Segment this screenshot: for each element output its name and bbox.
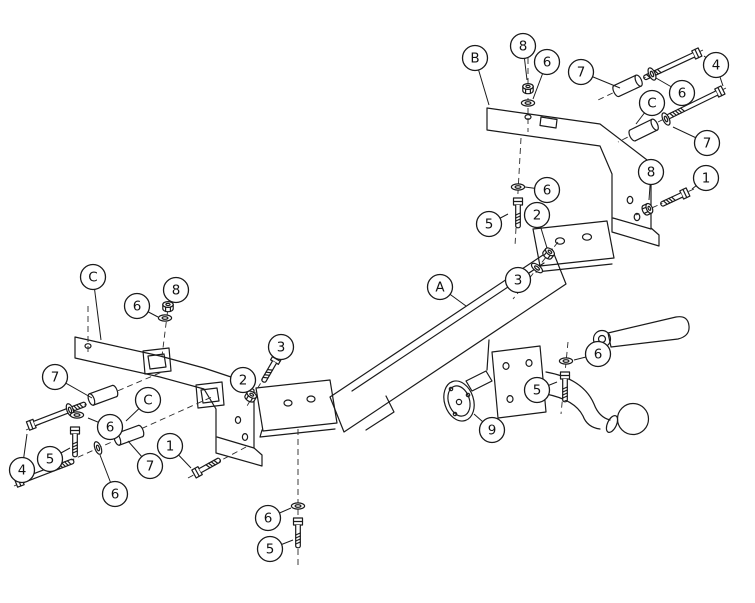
svg-text:4: 4 [712, 58, 721, 74]
bolt [658, 187, 691, 210]
svg-text:A: A [435, 280, 445, 296]
bolt [559, 371, 571, 403]
callout-6: 6 [532, 48, 561, 100]
bolt [69, 426, 81, 458]
callout-6: 6 [87, 413, 124, 441]
svg-text:7: 7 [703, 136, 712, 152]
nut [522, 82, 534, 95]
svg-text:5: 5 [46, 452, 55, 468]
callout-1: 1 [156, 432, 192, 469]
washer [290, 502, 306, 510]
callout-B: B [461, 44, 490, 106]
callout-7: 7 [567, 58, 621, 89]
svg-text:8: 8 [647, 165, 656, 181]
clamp-lever [592, 316, 690, 349]
callout-6: 6 [573, 340, 612, 368]
callout-6: 6 [254, 504, 292, 532]
bolt [292, 517, 304, 549]
towball [545, 371, 650, 436]
callout-6: 6 [123, 292, 159, 320]
svg-text:1: 1 [166, 439, 175, 455]
callout-4: 4 [8, 433, 36, 484]
callout-7: 7 [41, 363, 93, 399]
svg-text:6: 6 [543, 183, 552, 199]
bolt [512, 197, 524, 229]
svg-text:9: 9 [488, 423, 497, 439]
washer [510, 183, 526, 191]
callout-6: 6 [99, 454, 129, 508]
spacer-tube [610, 73, 645, 99]
svg-text:6: 6 [111, 487, 120, 503]
svg-text:7: 7 [51, 370, 60, 386]
washer [520, 99, 536, 107]
svg-text:C: C [88, 270, 97, 286]
washer [558, 357, 574, 365]
bracket-tube-socket [142, 347, 172, 375]
svg-text:7: 7 [146, 459, 155, 475]
callout-4: 4 [702, 51, 730, 87]
callout-1: 1 [691, 164, 720, 192]
callout-9: 9 [473, 413, 506, 444]
washer [157, 314, 173, 322]
svg-text:4: 4 [18, 463, 27, 479]
callout-C: C [125, 386, 162, 422]
svg-text:8: 8 [172, 283, 181, 299]
crossbar-left-box [255, 379, 338, 438]
svg-text:6: 6 [594, 347, 603, 363]
svg-text:C: C [143, 393, 152, 409]
svg-text:2: 2 [239, 373, 248, 389]
left-side-bracket [74, 336, 263, 467]
svg-text:8: 8 [519, 39, 528, 55]
washer [92, 440, 104, 456]
callout-3: 3 [504, 266, 533, 294]
svg-text:C: C [647, 96, 656, 112]
callout-6: 6 [524, 176, 561, 204]
callout-8: 8 [162, 276, 190, 304]
nut [162, 301, 174, 313]
spacer-tube [86, 383, 120, 407]
callout-C: C [635, 89, 666, 125]
svg-text:7: 7 [577, 65, 586, 81]
callout-8: 8 [509, 32, 537, 81]
svg-text:6: 6 [543, 55, 552, 71]
svg-text:6: 6 [106, 420, 115, 436]
callout-5: 5 [256, 535, 294, 563]
svg-text:B: B [470, 51, 479, 67]
svg-text:5: 5 [533, 383, 542, 399]
callout-5: 5 [523, 376, 558, 404]
svg-text:6: 6 [133, 299, 142, 315]
svg-text:6: 6 [678, 86, 687, 102]
svg-text:3: 3 [514, 273, 523, 289]
callout-3: 3 [267, 333, 295, 361]
right-side-bracket [486, 107, 660, 247]
callout-6: 6 [655, 77, 696, 107]
svg-text:2: 2 [533, 208, 542, 224]
svg-text:3: 3 [277, 340, 286, 356]
callout-8: 8 [637, 158, 665, 201]
callout-C: C [79, 263, 107, 341]
callout-2: 2 [523, 201, 551, 249]
nut [540, 245, 557, 262]
svg-text:6: 6 [264, 511, 273, 527]
svg-text:1: 1 [702, 171, 711, 187]
crossbar-right-box [532, 220, 615, 273]
svg-text:5: 5 [485, 217, 494, 233]
callout-7: 7 [127, 440, 164, 480]
socket-plate [443, 339, 493, 422]
spacer-tube [626, 117, 661, 143]
callout-7: 7 [672, 126, 721, 157]
callout-5: 5 [36, 445, 71, 473]
washer [69, 411, 85, 419]
bracket-tube-socket [195, 381, 225, 409]
callout-A: A [426, 273, 467, 307]
svg-text:5: 5 [266, 542, 275, 558]
nut [640, 201, 655, 217]
callout-2: 2 [229, 366, 257, 394]
bolt [191, 455, 223, 479]
washer [529, 260, 545, 276]
fasteners-layer [13, 47, 726, 549]
callout-5: 5 [475, 210, 509, 238]
